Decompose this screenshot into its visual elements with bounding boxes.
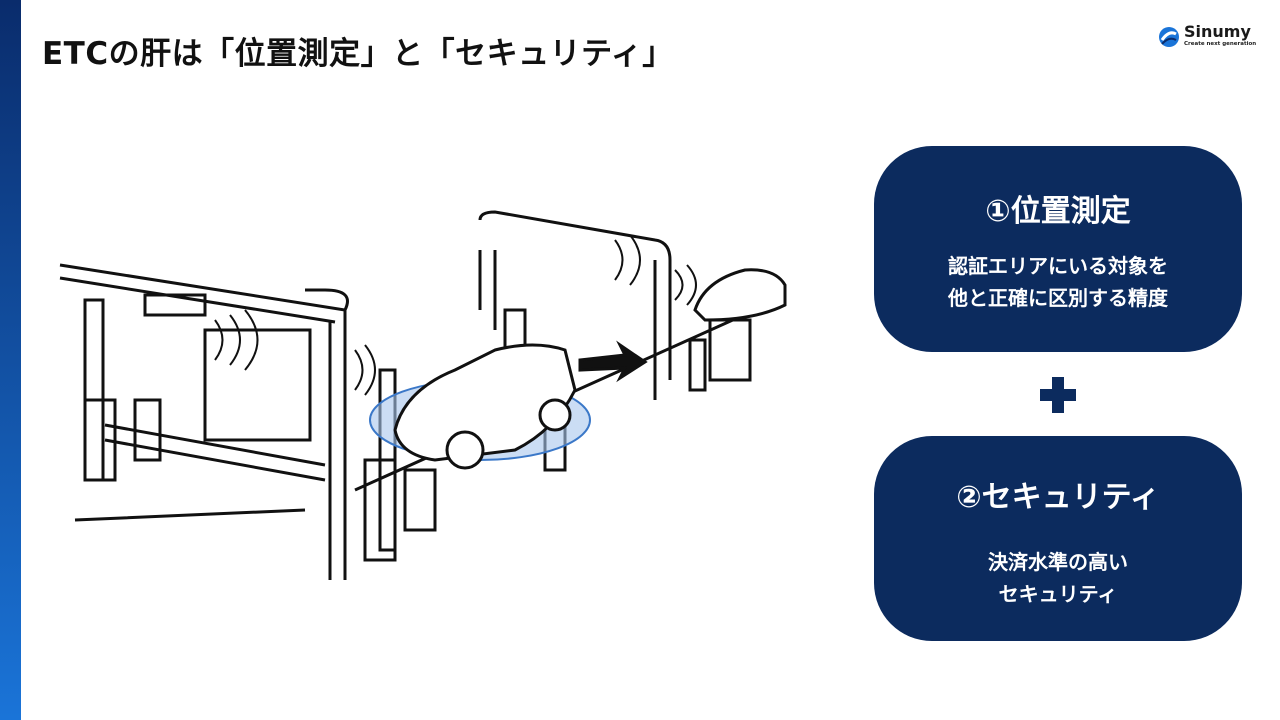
etc-gate-illustration <box>59 210 787 580</box>
card-heading: ①位置測定 <box>985 194 1131 229</box>
card-heading: ②セキュリティ <box>956 480 1160 515</box>
card-description-line1: 認証エリアにいる対象を <box>948 254 1168 278</box>
logo-name: Sinumy <box>1184 22 1251 41</box>
card-position-measurement: ①位置測定 認証エリアにいる対象を 他と正確に区別する精度 <box>874 146 1242 352</box>
sidebar-accent-bar <box>0 0 21 720</box>
logo: Sinumy Create next generation <box>1158 22 1258 52</box>
card-description-line2: セキュリティ <box>998 582 1118 606</box>
card-description-line1: 決済水準の高い <box>988 550 1128 574</box>
card-description-line2: 他と正確に区別する精度 <box>948 286 1168 310</box>
page-title: ETCの肝は「位置測定」と「セキュリティ」 <box>42 36 674 72</box>
sinumy-logo-icon <box>1159 27 1179 47</box>
logo-tagline: Create next generation <box>1184 41 1257 47</box>
card-security: ②セキュリティ 決済水準の高い セキュリティ <box>874 436 1242 641</box>
plus-icon <box>1040 377 1076 413</box>
